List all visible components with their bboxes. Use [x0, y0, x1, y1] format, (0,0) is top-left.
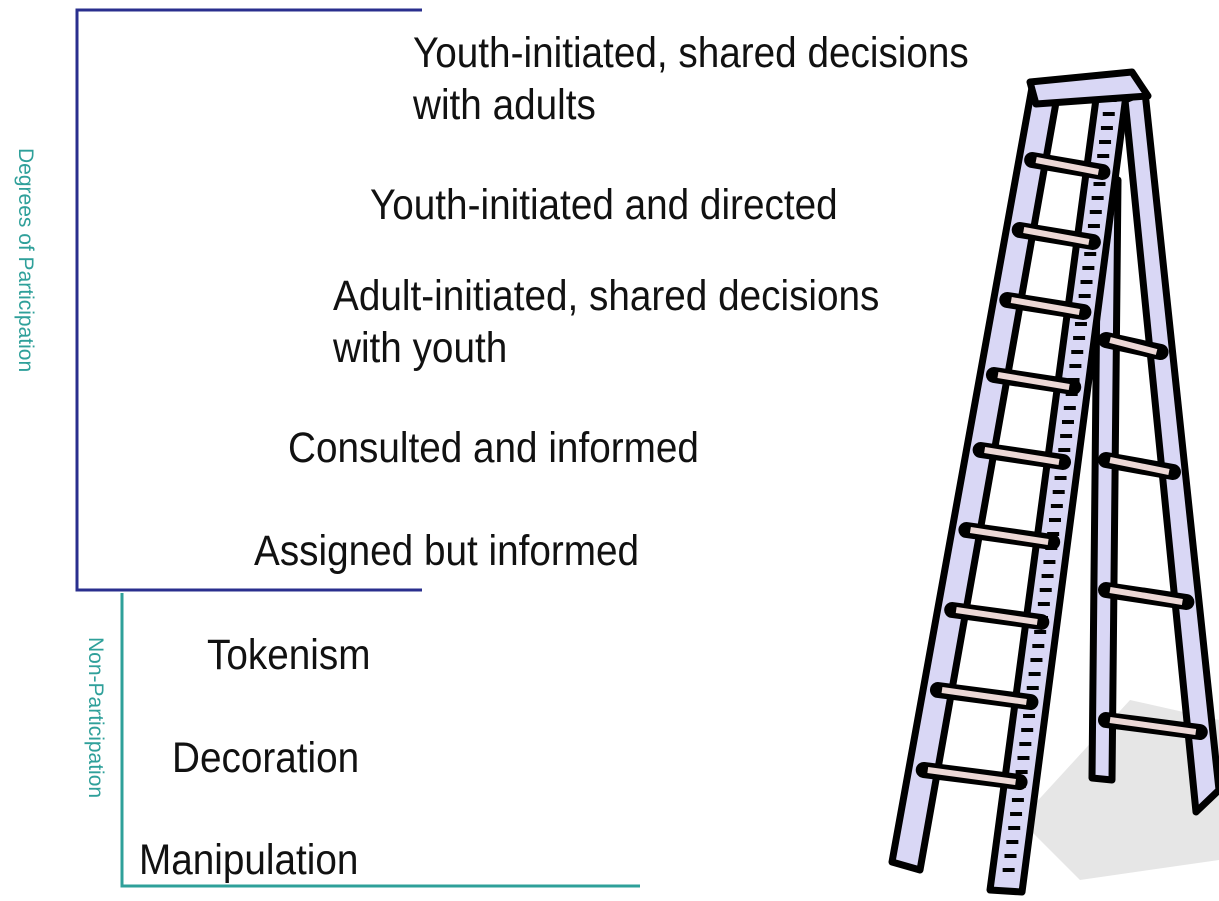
ladder-back-rung [1109, 337, 1158, 355]
rung-label-line-2: with youth [333, 324, 508, 373]
ladder-shadow [1020, 700, 1219, 880]
rung-label-line-1: Consulted and informed [288, 424, 699, 472]
rung-label-line-1: Decoration [172, 734, 360, 782]
rung-decoration: Decoration [172, 732, 359, 784]
ladder-front-rung [984, 447, 1060, 465]
participation-bracket [75, 8, 422, 592]
rung-label-line-1: Assigned but informed [254, 527, 640, 575]
rung-adult-initiated-shared: Adult-initiated, shared decisions with y… [333, 270, 879, 375]
ladder-back-rungs [1098, 332, 1208, 740]
rung-tokenism: Tokenism [207, 629, 370, 681]
ladder-back-rung [1109, 587, 1183, 605]
ladder-top-cap [1026, 68, 1152, 108]
rung-manipulation: Manipulation [139, 834, 358, 886]
ladder-front-rung [955, 607, 1038, 625]
ladder-front-rungs [915, 152, 1111, 790]
rung-label-line-1: Youth-initiated, shared decisions [413, 29, 969, 77]
rung-assigned-informed: Assigned but informed [254, 525, 639, 577]
rung-youth-initiated-directed: Youth-initiated and directed [370, 179, 838, 231]
rung-label-line-1: Adult-initiated, shared decisions [333, 272, 880, 320]
non-participation-group-label: Non-Participation [84, 637, 107, 799]
ladder-front-rung [969, 527, 1049, 545]
stepladder-icon [888, 68, 1219, 896]
ladder-front-rung [997, 372, 1070, 390]
participation-group-label: Degrees of Participation [14, 148, 37, 373]
ladder-front-rung [941, 687, 1027, 705]
ladder-front-rung [1023, 227, 1090, 245]
ladder-front-rung [1035, 157, 1099, 175]
rung-label-line-1: Tokenism [207, 631, 371, 679]
ladder-back-rung [1109, 457, 1170, 475]
non-participation-bracket [120, 593, 640, 888]
ladder-back-rung [1109, 717, 1197, 735]
rung-youth-initiated-shared: Youth-initiated, shared decisions with a… [413, 27, 969, 132]
rung-label-line-1: Youth-initiated and directed [370, 181, 838, 229]
rung-consulted-informed: Consulted and informed [288, 422, 699, 474]
rung-label-line-1: Manipulation [139, 836, 359, 884]
ladder-front-rung [1010, 297, 1080, 315]
ladder-front-rung [927, 767, 1016, 785]
rung-label-line-2: with adults [413, 81, 596, 130]
